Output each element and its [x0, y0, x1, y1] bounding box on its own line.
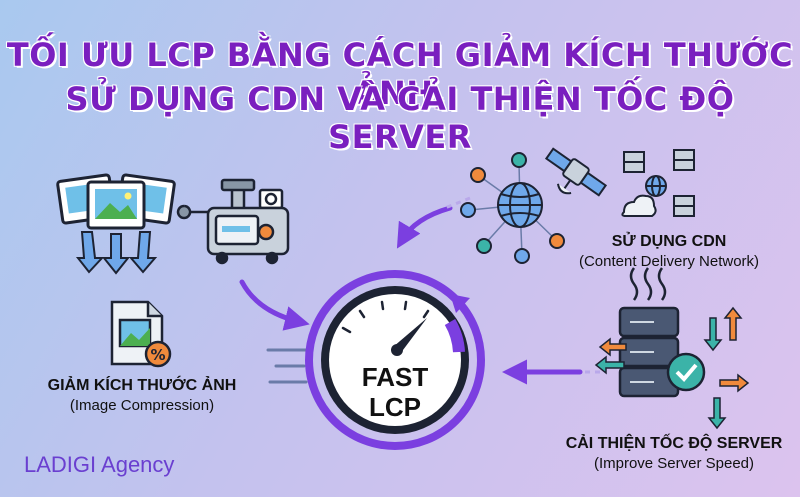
dash-trails [444, 196, 600, 374]
image-compression-subtitle: (Image Compression) [69, 397, 215, 414]
server-speed-title: CẢI THIỆN TỐC ĐỘ SERVER [565, 435, 783, 452]
center-line-1: FAST [362, 362, 429, 392]
image-file-percent-icon: % [110, 300, 172, 368]
network-globe-icon [460, 152, 565, 264]
speed-lines [266, 348, 308, 384]
page-title-line-1: TỐI ƯU LCP BẰNG CÁCH GIẢM KÍCH THƯỚC ẢNH… [6, 36, 794, 112]
photos-icon [56, 173, 176, 230]
cdn-label: SỬ DỤNG CDN (Content Delivery Network) [550, 232, 788, 272]
satellite-icon [544, 147, 608, 197]
cdn-subtitle: (Content Delivery Network) [578, 253, 760, 270]
server-speed-subtitle: (Improve Server Speed) [593, 455, 755, 472]
center-line-2: LCP [369, 392, 421, 422]
flow-arrows [239, 205, 583, 385]
image-compression-title: GIẢM KÍCH THƯỚC ẢNH [47, 377, 237, 394]
image-compression-label: GIẢM KÍCH THƯỚC ẢNH (Image Compression) [30, 376, 254, 416]
cdn-servers-icon [621, 149, 695, 217]
cdn-title: SỬ DỤNG CDN [611, 233, 727, 250]
server-check-icon [618, 267, 706, 398]
speedometer-icon: FAST LCP [305, 270, 485, 450]
brand-logo-text: LADIGI Agency [24, 452, 175, 477]
page-title-line-2: SỬ DỤNG CDN VÀ CẢI THIỆN TỐC ĐỘ SERVER [65, 80, 735, 156]
svg-text:%: % [150, 346, 165, 364]
compressor-icon [176, 178, 290, 265]
server-speed-label: CẢI THIỆN TỐC ĐỘ SERVER (Improve Server … [558, 434, 790, 474]
direction-arrows [594, 306, 750, 430]
down-arrows-icon [75, 231, 158, 275]
